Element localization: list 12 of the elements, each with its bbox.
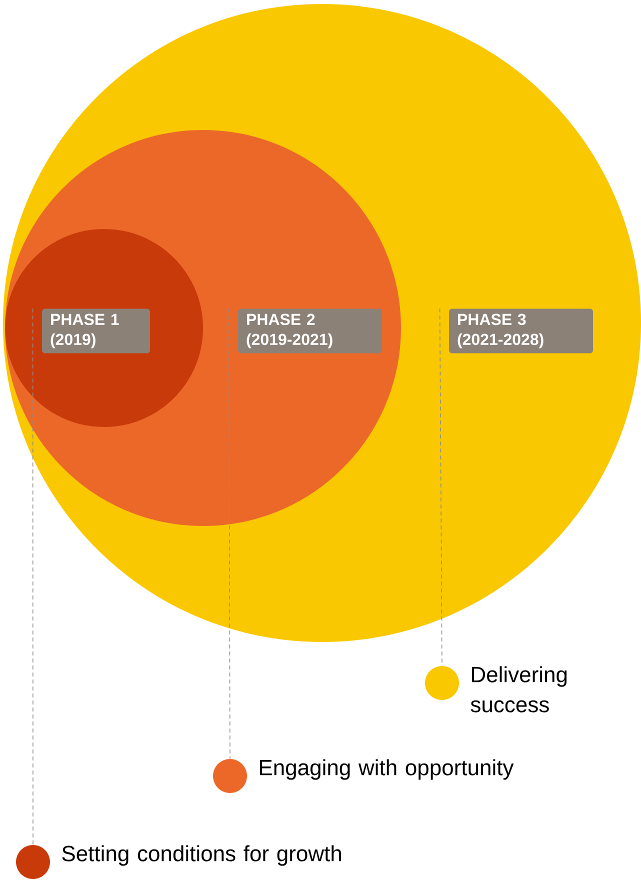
dot-caption: Setting conditions for growth bbox=[62, 845, 341, 866]
phase-label: PHASE 2 (2019-2021) bbox=[238, 308, 382, 354]
dot-caption: Engaging with opportunity bbox=[260, 759, 514, 780]
marker-dot bbox=[425, 666, 459, 700]
dot-caption: Delivering success bbox=[470, 666, 567, 712]
marker-dot bbox=[213, 759, 247, 793]
phase-label: PHASE 1 (2019) bbox=[42, 308, 150, 354]
leader-line bbox=[32, 308, 34, 846]
phase-label: PHASE 3 (2021-2028) bbox=[449, 308, 593, 354]
leader-line bbox=[439, 308, 442, 666]
leader-line bbox=[228, 308, 230, 760]
marker-dot bbox=[16, 845, 50, 879]
